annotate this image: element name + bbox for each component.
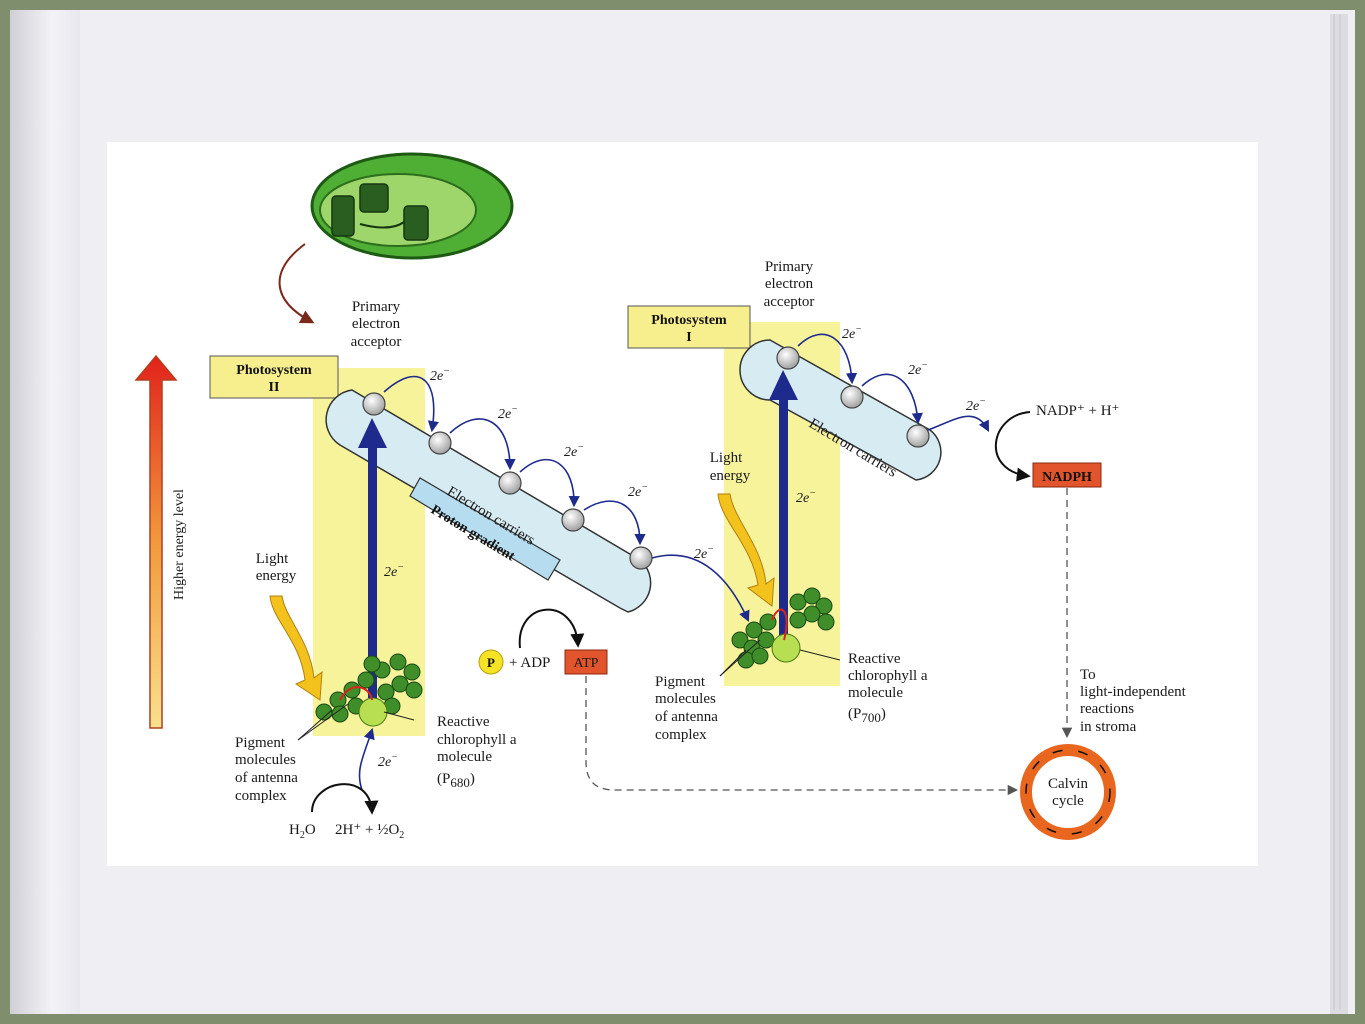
svg-text:Primary: Primary [352, 299, 401, 315]
svg-text:2e−: 2e− [694, 544, 714, 562]
svg-text:Reactive: Reactive [848, 651, 901, 667]
svg-text:complex: complex [655, 727, 707, 743]
svg-text:of antenna: of antenna [655, 709, 718, 725]
pigment-label-ps1: Pigment molecules of antenna complex [655, 674, 718, 743]
svg-text:(P700): (P700) [848, 706, 886, 725]
photosystem-ii-box: Photosystem II [209, 355, 339, 399]
page-spine [10, 10, 80, 1014]
light-energy-label-ps1: Light energy [710, 450, 751, 484]
excitation-arrow-ps1 [769, 370, 798, 648]
svg-text:cycle: cycle [1052, 793, 1084, 809]
svg-text:Pigment: Pigment [655, 674, 706, 690]
primary-acceptor-label-ps2: Primary electron acceptor [351, 299, 402, 350]
svg-text:energy: energy [710, 468, 751, 484]
svg-text:2H⁺ + ½O2: 2H⁺ + ½O2 [335, 822, 404, 841]
nadp-label: NADP⁺ + H⁺ [1036, 403, 1119, 419]
light-energy-arrow-ps1 [717, 493, 775, 607]
svg-text:chlorophyll a: chlorophyll a [437, 732, 517, 748]
atp-synthesis-arrow [518, 608, 585, 649]
svg-text:molecules: molecules [235, 752, 296, 768]
energy-level-arrow [134, 354, 178, 729]
svg-text:P: P [487, 655, 495, 670]
nadph-formation-arrow [994, 411, 1031, 482]
svg-text:complex: complex [235, 788, 287, 804]
svg-text:2e−: 2e− [384, 562, 404, 580]
antenna-pigment-cluster-ps2 [315, 653, 423, 727]
nadph-box: NADPH [1032, 462, 1102, 488]
svg-text:I: I [686, 330, 691, 345]
photosystem-i-box: Photosystem I [627, 305, 751, 349]
svg-text:Reactive: Reactive [437, 714, 490, 730]
electron-carrier-molecules-2 [776, 346, 930, 448]
proton-gradient-band [409, 477, 561, 581]
red-excitation-arrow-ps2 [339, 686, 373, 701]
svg-text:NADPH: NADPH [1042, 470, 1092, 485]
svg-text:To: To [1080, 667, 1096, 683]
svg-text:Calvin: Calvin [1048, 776, 1088, 792]
svg-text:II: II [269, 380, 280, 395]
antenna-pigment-cluster-ps1 [731, 587, 835, 669]
energy-axis-label: Higher energy level [172, 489, 187, 600]
water-splitting-arrow [311, 783, 379, 815]
light-energy-label-ps2: Light energy [256, 551, 297, 584]
chloroplast-icon [278, 152, 514, 324]
svg-text:Light: Light [710, 450, 743, 466]
svg-text:H2O: H2O [289, 822, 316, 841]
svg-text:molecule: molecule [848, 685, 903, 701]
svg-text:ATP: ATP [574, 656, 599, 671]
svg-text:2e−: 2e− [842, 324, 862, 342]
svg-text:of antenna: of antenna [235, 770, 298, 786]
reactive-chlorophyll-label-ps2: Reactive chlorophyll a molecule (P680) [437, 714, 517, 790]
svg-text:Light: Light [256, 551, 289, 567]
pigment-label-ps2: Pigment molecules of antenna complex [235, 735, 298, 804]
svg-text:Pigment: Pigment [235, 735, 286, 751]
svg-text:2e−: 2e− [628, 482, 648, 500]
electron-count-labels: 2e− 2e− 2e− 2e− 2e− 2e− 2e− 2e− 2e− 2e− … [378, 324, 986, 770]
svg-text:energy: energy [256, 568, 297, 584]
phosphate-circle: P [478, 649, 504, 675]
svg-text:Photosystem: Photosystem [651, 313, 727, 328]
primary-acceptor-label-ps1: Primary electron acceptor [764, 259, 815, 310]
light-energy-arrow-ps2 [269, 595, 323, 701]
svg-text:molecule: molecule [437, 749, 492, 765]
calvin-cycle-icon: Calvin cycle [1020, 744, 1116, 840]
stroma-reactions-label: To light-independent reactions in stroma [1080, 667, 1187, 735]
svg-text:electron: electron [352, 316, 401, 332]
page-right-edge [1330, 14, 1348, 1014]
svg-text:2e−: 2e− [966, 396, 986, 414]
plus-adp-label: + ADP [509, 655, 550, 671]
svg-text:light-independent: light-independent [1080, 684, 1187, 700]
svg-text:2e−: 2e− [564, 442, 584, 460]
electron-carrier-chain-2 [739, 339, 942, 481]
svg-text:2e−: 2e− [430, 366, 450, 384]
atp-box: ATP [564, 649, 608, 675]
red-excitation-arrow-ps1 [771, 608, 788, 641]
svg-text:2e−: 2e− [498, 404, 518, 422]
svg-text:in stroma: in stroma [1080, 719, 1137, 735]
svg-text:Primary: Primary [765, 259, 814, 275]
svg-text:acceptor: acceptor [351, 334, 402, 350]
svg-text:reactions: reactions [1080, 701, 1134, 717]
svg-text:2e−: 2e− [378, 752, 398, 770]
water-equation: H2O 2H⁺ + ½O2 [289, 822, 404, 841]
svg-text:molecules: molecules [655, 691, 716, 707]
electron-transfer-arrows [358, 333, 990, 791]
svg-text:2e−: 2e− [908, 360, 928, 378]
svg-text:chlorophyll a: chlorophyll a [848, 668, 928, 684]
svg-text:(P680): (P680) [437, 771, 475, 790]
svg-text:2e−: 2e− [796, 488, 816, 506]
dashed-flow-arrows [585, 488, 1073, 796]
svg-text:acceptor: acceptor [764, 294, 815, 310]
svg-text:electron: electron [765, 276, 814, 292]
svg-text:Photosystem: Photosystem [236, 363, 312, 378]
excitation-arrow-ps2 [358, 418, 387, 698]
pigment-pointer-lines [297, 639, 841, 741]
reactive-chlorophyll-label-ps1: Reactive chlorophyll a molecule (P700) [848, 651, 928, 725]
